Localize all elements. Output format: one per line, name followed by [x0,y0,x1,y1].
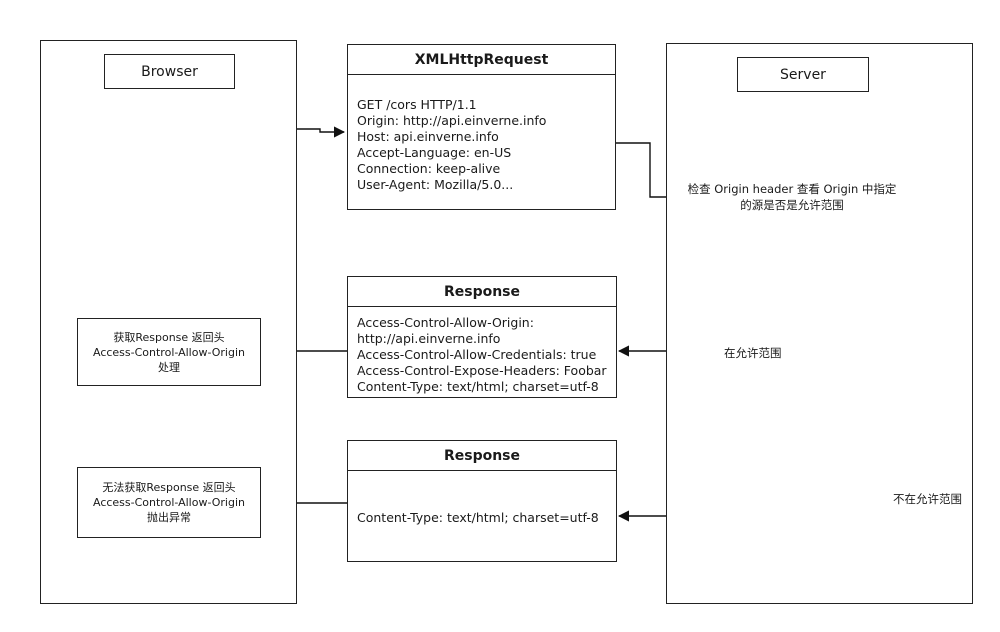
request-arrow [297,126,346,138]
response-line: Access-Control-Allow-Credentials: true [357,347,597,362]
denied-response-card: Response Content-Type: text/html; charse… [347,440,617,562]
decision-line-2: 的源是否是允许范围 [740,198,844,212]
request-line: User-Agent: Mozilla/5.0... [357,177,514,192]
response-line: Content-Type: text/html; charset=utf-8 [357,379,599,394]
request-headers: GET /cors HTTP/1.1 Origin: http://api.ei… [357,97,611,193]
allowed-response-title: Response [348,277,616,307]
request-line: GET /cors HTTP/1.1 [357,97,477,112]
denied-response-headers: Content-Type: text/html; charset=utf-8 [357,510,612,526]
request-to-server-arrow [616,142,682,203]
browser-label: Browser [104,54,235,89]
allowed-response-headers: Access-Control-Allow-Origin: http://api.… [357,315,612,395]
denied-response-title: Response [348,441,616,471]
response-line: Access-Control-Expose-Headers: Foobar [357,363,607,378]
browser-success-note: 获取Response 返回头 Access-Control-Allow-Orig… [77,318,261,386]
request-line: Origin: http://api.einverne.info [357,113,547,128]
allowed-edge-label: 在允许范围 [724,346,782,360]
success-line-1: 获取Response 返回头 [113,330,225,344]
failure-line-3: 抛出异常 [147,511,191,524]
allowed-response-card: Response Access-Control-Allow-Origin: ht… [347,276,617,398]
decision-line-1: 检查 Origin header 查看 Origin 中指定 [687,182,897,196]
failure-line-1: 无法获取Response 返回头 [102,481,236,494]
request-line: Accept-Language: en-US [357,145,512,160]
response-line: http://api.einverne.info [357,331,501,346]
request-line: Connection: keep-alive [357,161,501,176]
failure-line-2: Access-Control-Allow-Origin [92,496,245,509]
response-line: Access-Control-Allow-Origin: [357,315,534,330]
browser-failure-note: 无法获取Response 返回头 Access-Control-Allow-Or… [77,467,261,538]
request-line: Host: api.einverne.info [357,129,499,144]
denied-edge-label: 不在允许范围 [893,492,962,506]
success-line-2: Access-Control-Allow-Origin [92,345,245,359]
request-title: XMLHttpRequest [348,45,615,75]
success-line-3: 处理 [158,360,180,374]
decision-text: 检查 Origin header 查看 Origin 中指定 的源是否是允许范围 [681,181,903,213]
server-lane: Server [666,43,973,604]
server-label: Server [737,57,869,92]
request-card: XMLHttpRequest GET /cors HTTP/1.1 Origin… [347,44,616,210]
response-line: Content-Type: text/html; charset=utf-8 [357,510,599,525]
